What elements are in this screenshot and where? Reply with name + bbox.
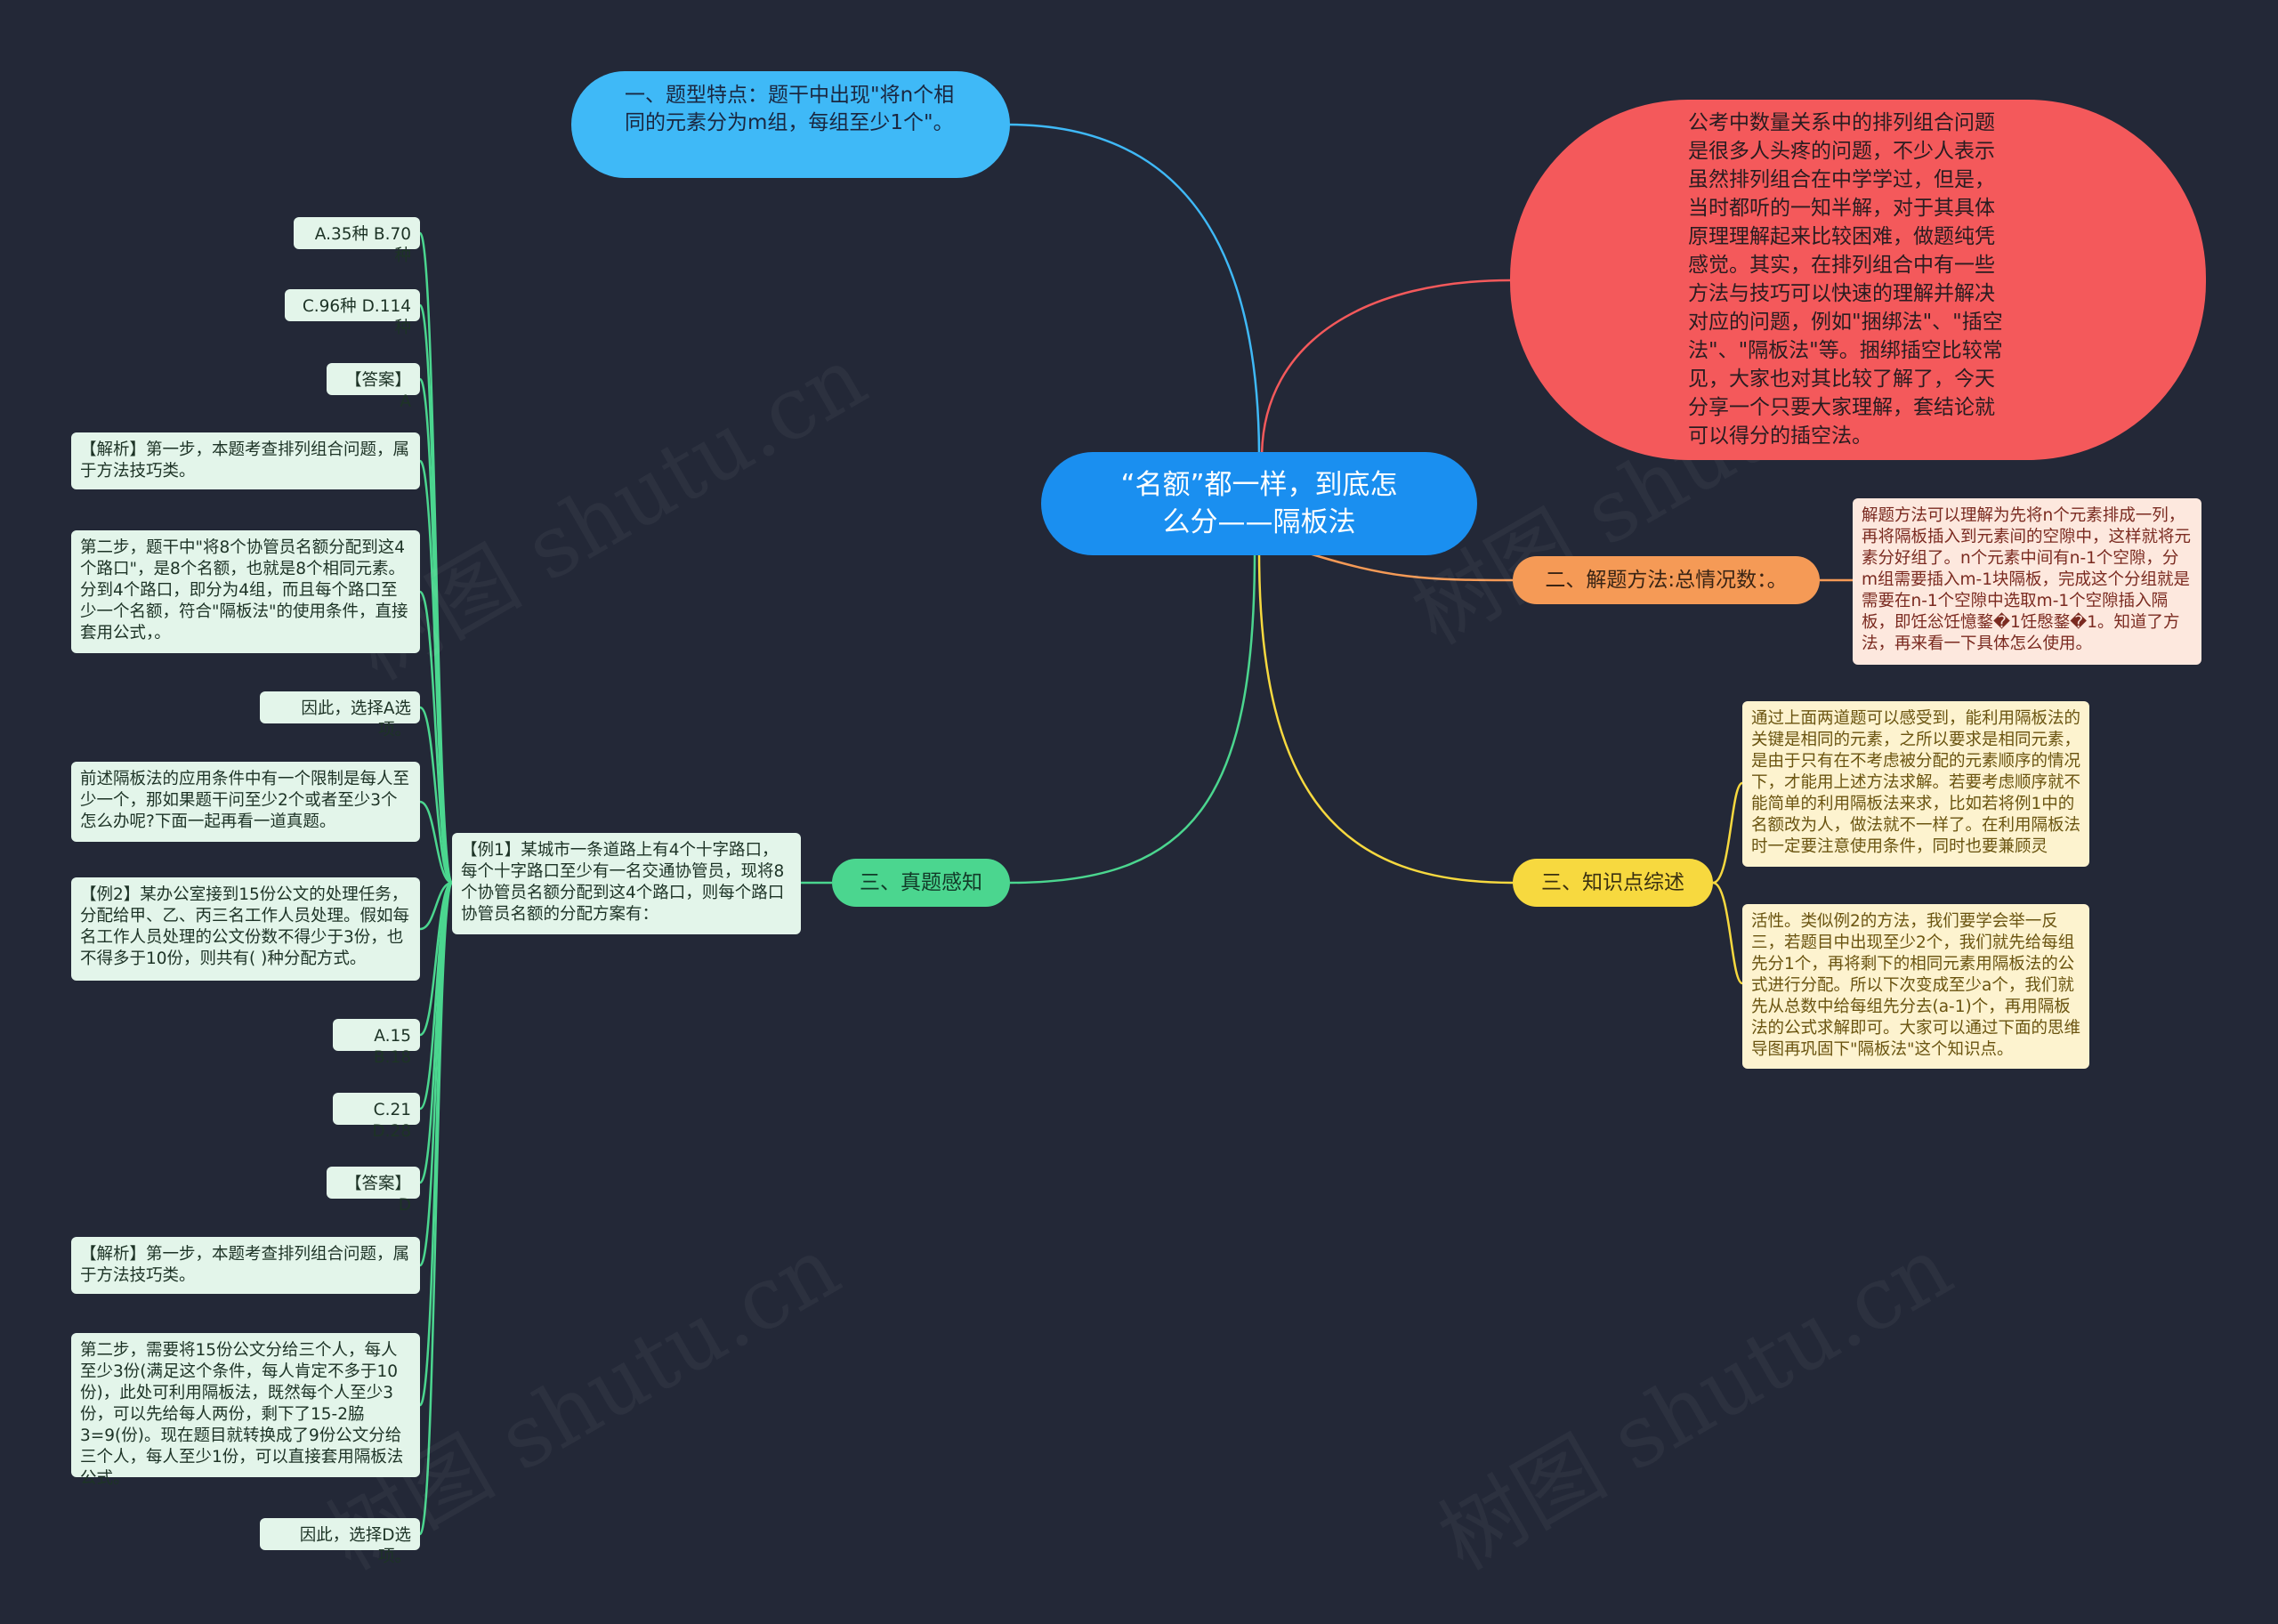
leaf-text: C.21 D.28 xyxy=(372,1101,411,1141)
edge-center-method xyxy=(1303,550,1514,582)
topic-real-exam[interactable]: 三、真题感知 xyxy=(832,859,1010,907)
topic-real-exam-label: 三、真题感知 xyxy=(860,871,982,894)
leaf-analysis-step1[interactable]: 【解析】第一步，本题考查排列组合问题，属于方法技巧类。 xyxy=(71,432,420,489)
knowledge-note-2[interactable]: 活性。类似例2的方法，我们要学会举一反三，若题目中出现至少2个，我们就先给每组先… xyxy=(1742,904,2089,1069)
leaf-analysis-step1-2[interactable]: 【解析】第一步，本题考查排列组合问题，属于方法技巧类。 xyxy=(71,1237,420,1294)
leaf-text: 【解析】第一步，本题考查排列组合问题，属于方法技巧类。 xyxy=(80,1245,410,1285)
leaf-text: A.35种 B.70种 xyxy=(314,225,411,265)
leaf-conclusion-d[interactable]: 因此，选择D选项。 xyxy=(260,1518,420,1566)
leaf-option-a-b[interactable]: A.35种 B.70种 xyxy=(294,217,420,265)
leaf-text: 【答案】D xyxy=(344,1175,411,1215)
leaf-text: A.15 B.18 xyxy=(373,1027,411,1067)
edge-example-leaf-6 xyxy=(419,800,453,885)
knowledge-note-1[interactable]: 通过上面两道题可以感受到，能利用隔板法的关键是相同的元素，之所以要求是相同元素，… xyxy=(1742,701,2089,867)
leaf-text: 【解析】第一步，本题考查排列组合问题，属于方法技巧类。 xyxy=(80,440,410,481)
leaf-text: 前述隔板法的应用条件中有一个限制是每人至少一个，那如果题干问至少2个或者至少3个… xyxy=(80,770,410,831)
topic-question-type-text: 一、题型特点：题干中出现"将n个相同的元素分为m组，每组至少1个"。 xyxy=(625,84,955,134)
leaf-answer-d[interactable]: 【答案】D xyxy=(327,1167,420,1215)
solution-method-note[interactable]: 解题方法可以理解为先将n个元素排成一列，再将隔板插入到元素间的空隙中，这样就将元… xyxy=(1853,498,2201,665)
leaf-example-2[interactable]: 【例2】某办公室接到15份公文的处理任务，分配给甲、乙、丙三名工作人员处理。假如… xyxy=(71,877,420,981)
leaf-answer-a[interactable]: 【答案】A xyxy=(327,363,420,411)
edge-center-knowledge xyxy=(1257,551,1514,885)
leaf-text: 因此，选择D选项。 xyxy=(299,1526,411,1566)
leaf-analysis-step2-2[interactable]: 第二步，需要将15份公文分给三个人，每人至少3份(满足这个条件，每人肯定不多于1… xyxy=(71,1333,420,1488)
edge-example-leaf-4 xyxy=(418,590,454,885)
topic-question-type[interactable]: 一、题型特点：题干中出现"将n个相同的元素分为m组，每组至少1个"。 xyxy=(571,71,1010,178)
leaf-text: 第二步，需要将15份公文分给三个人，每人至少3份(满足这个条件，每人肯定不多于1… xyxy=(80,1341,404,1488)
edge-center-intro xyxy=(1260,279,1511,459)
solution-method-note-text: 解题方法可以理解为先将n个元素排成一列，再将隔板插入到元素间的空隙中，这样就将元… xyxy=(1862,506,2192,653)
edge-center-exam xyxy=(1009,551,1256,885)
leaf-option-c-d-2[interactable]: C.21 D.28 xyxy=(333,1093,420,1141)
topic-solution-method-label: 二、解题方法:总情况数：。 xyxy=(1545,569,1788,592)
leaf-text: 因此，选择A选项。 xyxy=(301,699,411,739)
topic-knowledge-summary-label: 三、知识点综述 xyxy=(1541,871,1684,894)
edge-example-leaf-7 xyxy=(419,881,453,931)
leaf-conclusion-a[interactable]: 因此，选择A选项。 xyxy=(260,691,420,739)
example-1-text: 【例1】某城市一条道路上有4个十字路口，每个十字路口至少有一名交通协管员，现将8… xyxy=(461,841,785,924)
leaf-text: 第二步，题干中"将8个协管员名额分配到这4个路口"，是8个名额，也就是8个相同元… xyxy=(80,538,408,642)
central-topic[interactable]: “名额”都一样，到底怎 么分——隔板法 xyxy=(1041,452,1477,555)
intro-text: 公考中数量关系中的排列组合问题是很多人头疼的问题，不少人表示虽然排列组合在中学学… xyxy=(1688,111,2003,448)
leaf-text: 【例2】某办公室接到15份公文的处理任务，分配给甲、乙、丙三名工作人员处理。假如… xyxy=(80,885,410,968)
leaf-connector-group xyxy=(418,231,454,1536)
example-1-card[interactable]: 【例1】某城市一条道路上有4个十字路口，每个十字路口至少有一名交通协管员，现将8… xyxy=(452,833,801,934)
edge-example-leaf-5 xyxy=(419,706,453,885)
edge-center-topic1 xyxy=(1007,123,1261,459)
leaf-text: 【答案】A xyxy=(344,371,411,411)
central-topic-line2: 么分——隔板法 xyxy=(1162,506,1356,538)
leaf-transition-note[interactable]: 前述隔板法的应用条件中有一个限制是每人至少一个，那如果题干问至少2个或者至少3个… xyxy=(71,762,420,842)
central-topic-line1: “名额”都一样，到底怎 xyxy=(1120,469,1398,501)
topic-knowledge-summary[interactable]: 三、知识点综述 xyxy=(1513,859,1713,907)
leaf-analysis-step2[interactable]: 第二步，题干中"将8个协管员名额分配到这4个路口"，是8个名额，也就是8个相同元… xyxy=(71,530,420,653)
knowledge-note-2-text: 活性。类似例2的方法，我们要学会举一反三，若题目中出现至少2个，我们就先给每组先… xyxy=(1751,912,2081,1059)
leaf-text: C.96种 D.114种 xyxy=(302,297,411,337)
edge-example-leaf-13 xyxy=(418,881,454,1536)
topic-solution-method[interactable]: 二、解题方法:总情况数：。 xyxy=(1513,556,1820,604)
edge-knowledge-note1 xyxy=(1712,781,1743,885)
leaf-option-c-d[interactable]: C.96种 D.114种 xyxy=(285,289,420,337)
edge-example-leaf-3 xyxy=(418,459,454,885)
leaf-option-a-b-2[interactable]: A.15 B.18 xyxy=(333,1019,420,1067)
edge-knowledge-note2 xyxy=(1712,881,1743,985)
intro-bubble[interactable]: 公考中数量关系中的排列组合问题是很多人头疼的问题，不少人表示虽然排列组合在中学学… xyxy=(1510,100,2206,460)
knowledge-note-1-text: 通过上面两道题可以感受到，能利用隔板法的关键是相同的元素，之所以要求是相同元素，… xyxy=(1751,709,2081,856)
